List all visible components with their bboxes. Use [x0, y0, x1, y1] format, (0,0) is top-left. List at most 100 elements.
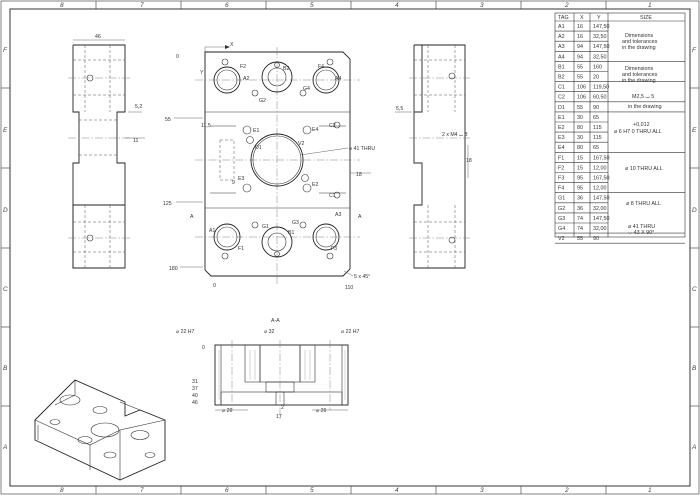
bottom-right-dim: ⌀ 26	[316, 408, 326, 414]
callout-left: ⌀ 22 H7	[176, 329, 195, 335]
dim-125: 125	[163, 201, 172, 207]
table-cell-x: 30	[577, 115, 583, 121]
depth-46: 46	[192, 400, 198, 406]
table-cell-tag: C2	[558, 95, 565, 101]
tag-a4: A4	[335, 76, 341, 82]
axis-y-label: Y	[200, 70, 204, 76]
callout-mid: ⌀ 32	[264, 329, 274, 335]
thru-note: ⌀ 41 THRU	[349, 146, 375, 152]
dim-18: 18	[356, 172, 362, 178]
zone-col-1-bottom: 1	[648, 487, 652, 494]
depth-31: 31	[192, 379, 198, 385]
table-cell-y: 65	[593, 115, 599, 121]
table-cell-y: 167,50	[593, 176, 610, 182]
table-cell-tag: A1	[558, 24, 565, 30]
table-cell-y: 90	[593, 236, 599, 242]
tag-v2: V2	[298, 141, 304, 147]
zone-row-e-right: E	[692, 127, 697, 134]
table-cell-x: 95	[577, 176, 583, 182]
table-cell-x: 74	[577, 216, 583, 222]
zone-col-5-bottom: 5	[310, 487, 314, 494]
table-cell-tag: A2	[558, 34, 565, 40]
table-cell-y: 12,00	[593, 165, 607, 171]
table-cell-tag: F2	[558, 165, 564, 171]
dim-9: 9	[232, 180, 235, 186]
zone-col-2: 2	[564, 2, 569, 9]
tag-f2: F2	[240, 64, 246, 70]
table-cell-x: 80	[577, 125, 583, 131]
section-a-right: A	[358, 214, 362, 220]
tag-e2: E2	[312, 182, 318, 188]
table-cell-y: 65	[593, 145, 599, 151]
section-view: A-A ⌀ 22 H7 ⌀ 32 ⌀ 22 H7 0 31 37 40 46	[176, 318, 360, 420]
size-v-line2: ⌵ 43 X 90°	[628, 230, 654, 236]
tag-a2: A2	[243, 76, 249, 82]
table-cell-tag: V2	[558, 236, 565, 242]
origin-top-zero: 0	[176, 54, 179, 60]
dim-0-bottom: 0	[213, 283, 216, 289]
table-header-y: Y	[597, 15, 601, 21]
table-cell-x: 55	[577, 64, 583, 70]
zone-col-1: 1	[648, 2, 652, 9]
table-header-x: X	[580, 15, 584, 21]
zone-col-4-bottom: 4	[395, 487, 399, 494]
table-cell-x: 55	[577, 75, 583, 81]
section-dim-0: 0	[202, 345, 205, 351]
size-b-line3: in the drawing	[622, 78, 656, 84]
zone-col-6-bottom: 6	[225, 487, 229, 494]
table-cell-y: 32,50	[593, 34, 607, 40]
datum-symbol-icon	[246, 136, 254, 144]
table-cell-y: 115	[593, 125, 602, 131]
size-d: in the drawing	[628, 104, 662, 110]
zone-row-c-right: C	[692, 286, 697, 293]
datum-symbol-icon	[301, 174, 309, 182]
table-cell-y: 119,50	[593, 85, 609, 91]
tag-b1: B1	[288, 230, 294, 236]
dim-110: 110	[345, 285, 353, 291]
bottom-mid-dim2: 17	[276, 414, 282, 420]
tag-g2: G2	[259, 98, 266, 104]
zone-row-d-right: D	[692, 207, 697, 214]
dim-55: 55	[165, 117, 171, 123]
table-cell-y: 32,00	[593, 206, 607, 212]
table-cell-x: 30	[577, 135, 583, 141]
table-cell-tag: G2	[558, 206, 565, 212]
table-cell-tag: A4	[558, 54, 565, 60]
table-cell-y: 115	[593, 135, 602, 141]
dim-11-5: 11,5	[201, 123, 211, 129]
section-hatch	[214, 344, 349, 406]
tag-g3: G3	[292, 220, 299, 226]
section-a-left: A	[190, 214, 194, 220]
table-cell-tag: E1	[558, 115, 565, 121]
size-f: ⌀ 10 THRU ALL	[625, 166, 663, 172]
zone-row-a-right: A	[691, 444, 696, 451]
table-cell-x: 55	[577, 105, 583, 111]
table-cell-y: 147,50	[593, 216, 610, 222]
zone-col-4: 4	[395, 2, 399, 9]
zone-col-6: 6	[225, 2, 229, 9]
table-cell-y: 147,50	[593, 196, 610, 202]
table-cell-x: 16	[577, 24, 583, 30]
size-e-line: ⌀ 6 H7 0 THRU ALL	[614, 129, 662, 135]
table-cell-tag: E3	[558, 135, 565, 141]
tag-a1: A1	[209, 228, 215, 234]
side-note: 2 x M4 ⌴ 8	[442, 132, 468, 138]
size-e-tol: +0,012	[633, 122, 650, 128]
table-header-tag: TAG	[558, 15, 569, 21]
dim-180: 180	[169, 266, 178, 272]
zone-row-f-right: F	[692, 47, 697, 54]
right-side-view: 5,5 2 x M4 ⌴ 8 18	[395, 44, 472, 269]
size-g: ⌀ 8 THRU ALL	[626, 201, 661, 207]
table-cell-y: 32,50	[593, 54, 607, 60]
tag-b2: B2	[283, 66, 289, 72]
front-dim-right-b: 11	[133, 138, 138, 144]
tag-g4: G4	[303, 86, 310, 92]
chamfer-note: 5 x 45°	[354, 274, 370, 280]
zone-col-8-bottom: 8	[60, 487, 64, 494]
zone-col-7: 7	[140, 2, 144, 9]
